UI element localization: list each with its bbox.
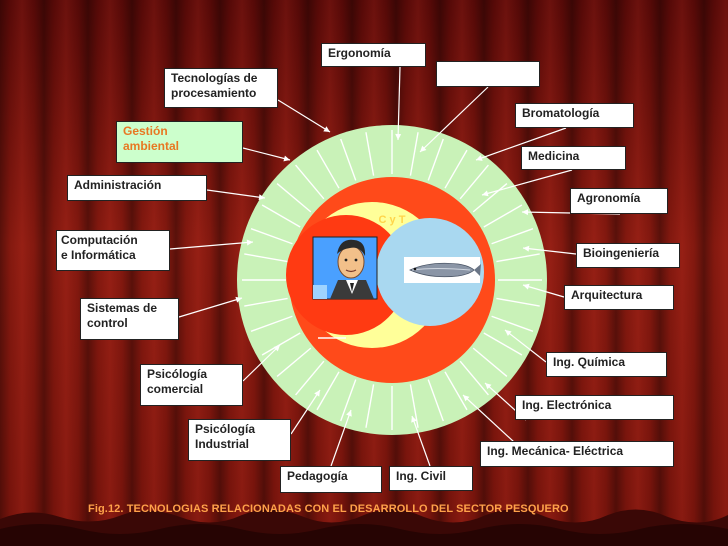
ring-tick [365,132,375,176]
connector-line [242,147,291,161]
arrow-head [235,296,242,303]
arrow-head [411,416,417,423]
arrow-head [523,245,530,252]
ring-tick [261,204,301,228]
connector-line [411,415,431,467]
connector-line [206,189,266,199]
arrow-head [523,283,530,290]
ring-tick [340,138,357,181]
box-ergonomia: Ergonomía [321,43,426,67]
box-ing-civil: Ing. Civil [389,466,473,491]
connector-line [178,297,243,318]
box-pedagogia: Pedagogía [280,466,382,493]
ring-tick [496,253,540,263]
ring-tick [483,204,523,228]
box-ing-quimica: Ing. Química [546,352,667,377]
ring-tick [427,138,444,181]
arrow-head [246,239,253,246]
ring-tick [409,132,419,176]
ring-tick [250,228,293,245]
ring-tick [472,183,508,213]
curtain-scallop [0,509,728,546]
box-computacion: Computación e Informática [56,230,170,271]
connector-line [330,409,352,467]
box-bioingenieria: Bioingeniería [576,243,680,268]
box-medicina: Medicina [521,146,626,170]
connector-line [522,247,577,255]
connector-line [397,66,401,141]
arrow-head [258,194,265,201]
box-psico-comercial: Psicólogía comercial [140,364,243,406]
box-sistemas: Sistemas de control [80,298,179,340]
ring-tick [250,315,293,332]
ring-tick [365,384,375,428]
ring-tick [276,347,312,377]
connector-line [419,86,489,153]
man-icon [312,236,378,300]
ring-tick [409,384,419,428]
arrow-head [420,145,427,152]
connector-line [504,329,547,363]
box-ing-mecanica: Ing. Mecánica- Eléctrica [480,441,674,467]
fish-icon [404,257,481,283]
ring-tick [295,360,325,396]
box-blank [436,61,540,87]
box-psico-industrial: Psicólogía Industrial [188,419,291,461]
arrow-head [273,345,280,352]
arrow-head [346,410,352,417]
ring-tick [340,379,357,422]
ring-tick [444,149,468,189]
box-gestion: Gestión ambiental [116,121,243,163]
ring-tick [491,228,534,245]
center-label: C y T [379,214,406,226]
ring-tick [316,371,340,411]
connector-line [290,389,321,435]
arrow-head [522,209,529,216]
box-administracion: Administración [67,175,207,201]
arrow-head [485,383,492,390]
connector-line [522,284,565,298]
ring-tick [496,297,540,307]
ring-tick [276,183,312,213]
ring-tick [472,347,508,377]
arrow-head [463,395,470,402]
connector-line [277,99,331,133]
arrow-head [395,133,402,140]
connector-line [242,344,281,382]
figure-caption: Fig.12. TECNOLOGIAS RELACIONADAS CON EL … [88,503,569,515]
connector-line [481,169,573,196]
arrow-head [476,155,483,161]
arrow-head [283,155,290,162]
ring-tick [244,253,288,263]
box-tecnologias: Tecnologías de procesamiento [164,68,278,108]
box-ing-electronica: Ing. Electrónica [515,395,674,420]
ring-tick [491,315,534,332]
ring-ticks [242,130,542,430]
arrow-head [314,390,320,397]
connector-arrows [169,66,621,467]
arrow-head [482,190,489,197]
ring-tick [459,360,489,396]
ring-tick [261,332,301,356]
ring-tick [459,164,489,200]
box-bromatologia: Bromatología [515,103,634,128]
ring-tick [244,297,288,307]
arrow-head [323,126,330,132]
ring-tick [427,379,444,422]
box-agronomia: Agronomía [570,188,668,214]
box-arquitectura: Arquitectura [564,285,674,310]
ring-tick [295,164,325,200]
ring-tick [444,371,468,411]
connector-line [169,241,254,250]
ring-tick [316,149,340,189]
arrow-head [505,330,512,337]
connector-line [475,127,567,161]
ring-tick [483,332,523,356]
